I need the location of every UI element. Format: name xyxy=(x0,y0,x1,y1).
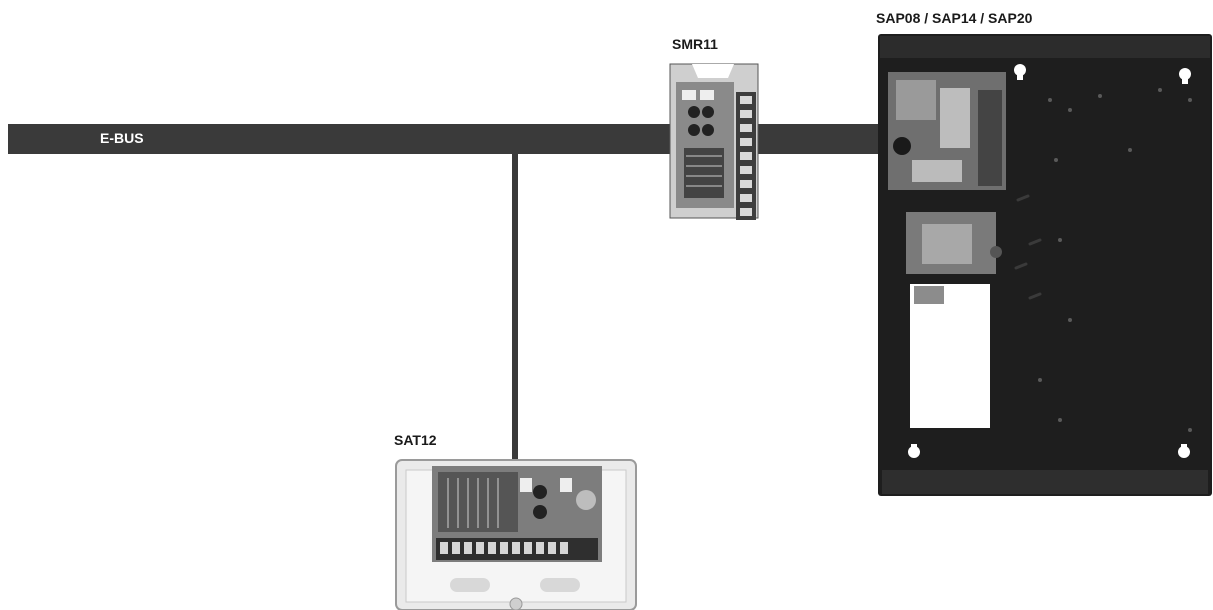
sap-enclosure-image xyxy=(878,34,1212,496)
smr11-module-image xyxy=(670,64,758,220)
sat12-enclosure-image xyxy=(396,460,636,610)
